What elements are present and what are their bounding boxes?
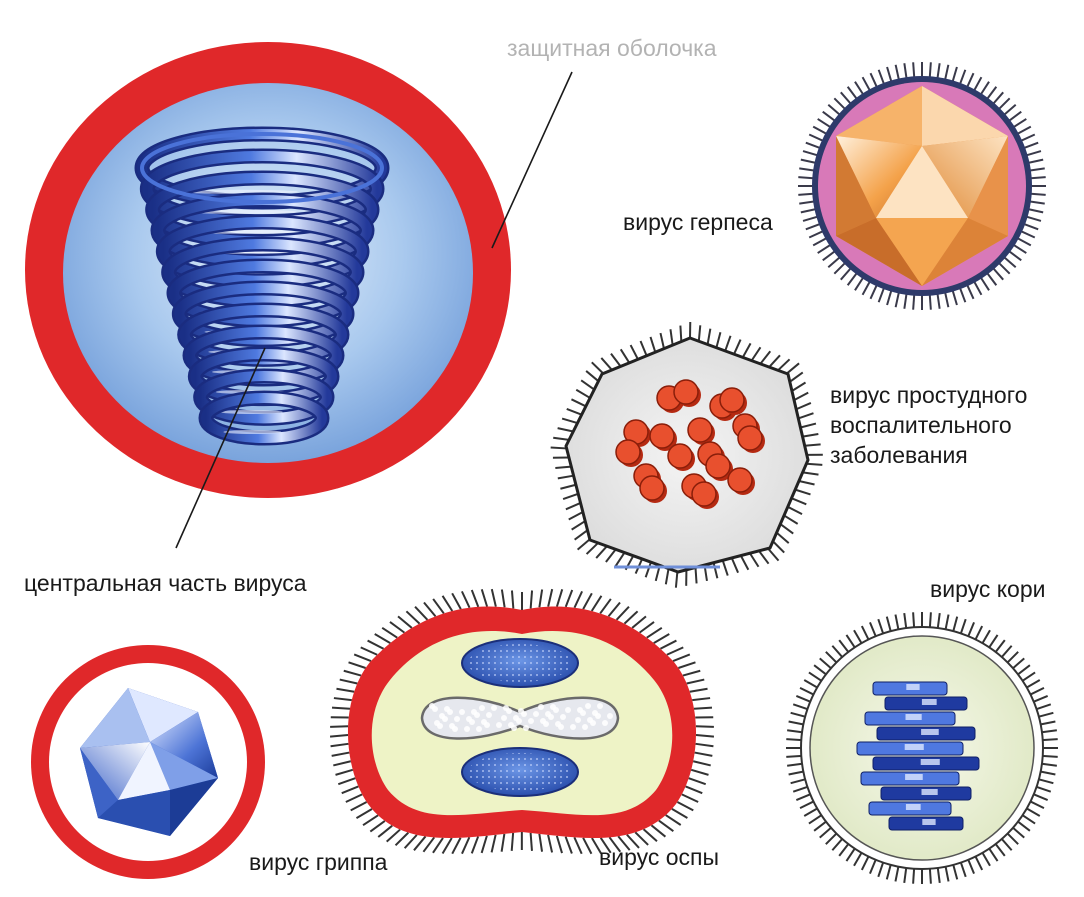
- label-cold-virus: вирус простудного воспалительного заболе…: [830, 380, 1027, 470]
- label-measles: вирус кори: [930, 574, 1045, 604]
- label-cold-line1: вирус простудного: [830, 380, 1027, 410]
- flu-virus: [31, 645, 265, 879]
- cold-virus: [551, 322, 823, 588]
- herpes-virus: [798, 62, 1046, 310]
- pointer-line-shell: [492, 72, 572, 248]
- label-cold-line3: заболевания: [830, 440, 1027, 470]
- measles-virus: [786, 612, 1058, 884]
- label-central-part: центральная часть вируса: [24, 568, 307, 598]
- label-protective-shell: защитная оболочка: [507, 33, 717, 63]
- smallpox-virus: [330, 589, 714, 854]
- label-smallpox: вирус оспы: [599, 842, 719, 872]
- label-cold-line2: воспалительного: [830, 410, 1027, 440]
- helical-virus-large: [25, 42, 511, 498]
- label-flu: вирус гриппа: [249, 847, 387, 877]
- label-herpes: вирус герпеса: [623, 207, 773, 237]
